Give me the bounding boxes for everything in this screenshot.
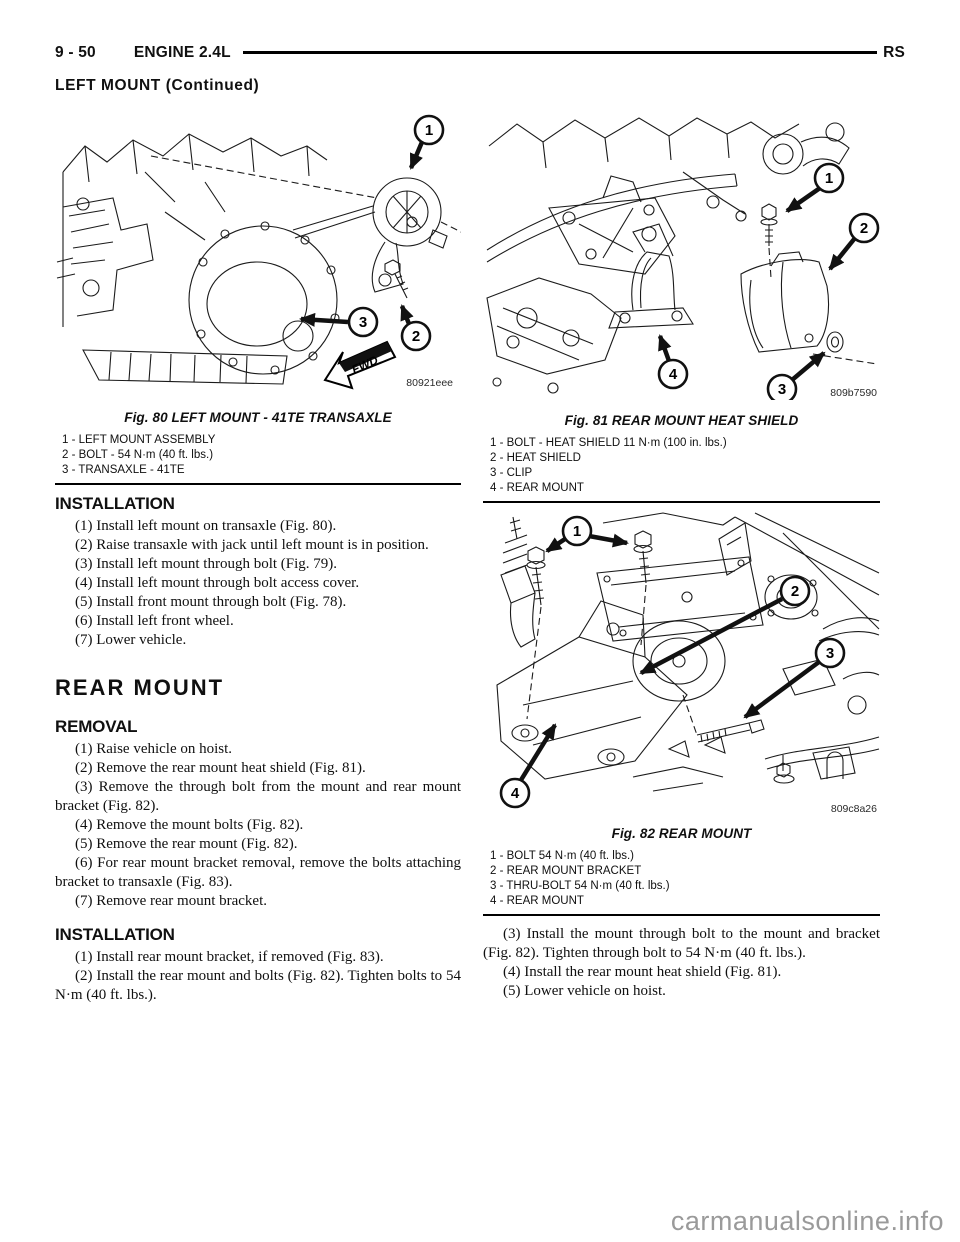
figure-80-image-code: 80921eee: [406, 377, 453, 389]
svg-text:1: 1: [825, 170, 833, 187]
figure-81-image-code: 809b7590: [830, 387, 877, 399]
step: (5) Install front mount through bolt (Fi…: [75, 594, 347, 610]
figure-82-image-code: 809c8a26: [831, 803, 877, 815]
svg-text:3: 3: [359, 314, 367, 331]
installation-rear-steps: (1) Install rear mount bracket, if remov…: [55, 948, 461, 1005]
legend-item: 1 - BOLT 54 N·m (40 ft. lbs.): [490, 850, 635, 862]
callout-3: 3: [766, 351, 826, 400]
step: (1) Install left mount on transaxle (Fig…: [75, 518, 337, 534]
legend-item: 2 - BOLT - 54 N·m (40 ft. lbs.): [62, 449, 214, 461]
step: (3) Install left mount through bolt (Fig…: [75, 556, 338, 572]
page-header: 9 - 50 ENGINE 2.4L RS: [55, 44, 905, 62]
rear-mount-title: REAR MOUNT: [55, 675, 225, 700]
legend-item: 4 - REAR MOUNT: [490, 895, 584, 907]
engine-line-art: [486, 117, 878, 394]
legend-item: 3 - CLIP: [490, 467, 533, 479]
svg-text:1: 1: [573, 523, 581, 540]
svg-text:3: 3: [826, 645, 834, 662]
page-number: 9 - 50: [55, 44, 96, 61]
legend-separator: [483, 501, 880, 503]
engine-line-art: [496, 512, 880, 792]
callout-4: 4: [657, 334, 689, 390]
chapter-title: ENGINE 2.4L: [133, 44, 231, 61]
legend-item: 3 - TRANSAXLE - 41TE: [62, 464, 185, 476]
figure-81: 1 2 3 4 809b7590 Fig: [483, 112, 880, 503]
manual-code: RS: [883, 44, 905, 61]
figure-80-legend: 1 - LEFT MOUNT ASSEMBLY 2 - BOLT - 54 N·…: [55, 433, 461, 478]
callout-2: 2: [639, 575, 811, 675]
svg-text:1: 1: [425, 122, 433, 139]
figure-82: 1 2 3 4 809c8a26 Fig: [483, 509, 880, 916]
callout-1: 1: [785, 162, 845, 213]
legend-item: 3 - THRU-BOLT 54 N·m (40 ft. lbs.): [490, 880, 670, 892]
installation-steps: (1) Install left mount on transaxle (Fig…: [55, 517, 461, 650]
step: (6) Install left front wheel.: [75, 613, 234, 629]
svg-text:2: 2: [412, 328, 420, 345]
step: (4) Remove the mount bolts (Fig. 82).: [75, 817, 304, 833]
step: (2) Remove the rear mount heat shield (F…: [75, 760, 366, 776]
legend-item: 1 - BOLT - HEAT SHIELD 11 N·m (100 in. l…: [490, 437, 727, 449]
legend-item: 1 - LEFT MOUNT ASSEMBLY: [62, 434, 216, 446]
legend-item: 4 - REAR MOUNT: [490, 482, 584, 494]
section-continued-title: LEFT MOUNT (Continued): [55, 77, 260, 94]
fwd-direction-arrow: FWD: [323, 340, 397, 390]
legend-separator: [483, 914, 880, 916]
header-rule: [242, 51, 878, 54]
removal-steps: (1) Raise vehicle on hoist. (2) Remove t…: [55, 740, 461, 911]
removal-heading: REMOVAL: [55, 717, 138, 736]
figure-80: FWD 1 2 3 80921eee F: [55, 112, 461, 485]
figure-82-drawing: 1 2 3 4 809c8a26: [496, 512, 880, 815]
figure-81-caption: Fig. 81 REAR MOUNT HEAT SHIELD: [564, 413, 799, 428]
step: (2) Install the rear mount and bolts (Fi…: [55, 968, 461, 1003]
step: (2) Raise transaxle with jack until left…: [75, 537, 429, 553]
callout-3: 3: [299, 306, 379, 338]
step: (5) Lower vehicle on hoist.: [503, 983, 666, 999]
transaxle-line-art: [56, 133, 461, 385]
figure-82-legend: 1 - BOLT 54 N·m (40 ft. lbs.) 2 - REAR M…: [483, 849, 880, 909]
installation-rear-heading: INSTALLATION: [55, 925, 175, 944]
step: (7) Lower vehicle.: [75, 632, 187, 648]
watermark: carmanualsonline.info: [670, 1206, 944, 1236]
svg-text:2: 2: [791, 583, 799, 600]
installation-heading: INSTALLATION: [55, 494, 175, 513]
step: (1) Install rear mount bracket, if remov…: [75, 949, 384, 965]
step: (7) Remove rear mount bracket.: [75, 893, 268, 909]
callout-1: 1: [408, 114, 445, 170]
legend-item: 2 - REAR MOUNT BRACKET: [490, 865, 642, 877]
step: (4) Install the rear mount heat shield (…: [503, 964, 782, 980]
callout-4: 4: [499, 723, 557, 809]
svg-text:4: 4: [511, 785, 520, 802]
svg-text:2: 2: [860, 220, 868, 237]
callout-1: 1: [545, 515, 629, 553]
step: (1) Raise vehicle on hoist.: [75, 741, 233, 757]
callout-2: 2: [828, 212, 880, 271]
step: (4) Install left mount through bolt acce…: [75, 575, 360, 591]
figure-80-caption: Fig. 80 LEFT MOUNT - 41TE TRANSAXLE: [124, 410, 392, 425]
step: (5) Remove the rear mount (Fig. 82).: [75, 836, 298, 852]
figure-81-legend: 1 - BOLT - HEAT SHIELD 11 N·m (100 in. l…: [483, 436, 880, 496]
installation-rear-steps-continued: (3) Install the mount through bolt to th…: [483, 925, 880, 1001]
step: (6) For rear mount bracket removal, remo…: [55, 855, 461, 890]
step: (3) Install the mount through bolt to th…: [483, 926, 880, 961]
figure-82-caption: Fig. 82 REAR MOUNT: [611, 826, 752, 841]
callout-3: 3: [743, 637, 846, 719]
right-column: 1 2 3 4 809b7590 Fig: [483, 112, 880, 1001]
figure-80-drawing: FWD 1 2 3 80921eee: [56, 114, 461, 390]
legend-separator: [55, 483, 461, 485]
callout-2: 2: [399, 304, 432, 352]
figure-81-drawing: 1 2 3 4 809b7590: [486, 117, 880, 400]
step: (3) Remove the through bolt from the mou…: [55, 779, 461, 814]
left-column: FWD 1 2 3 80921eee F: [55, 112, 461, 1005]
svg-text:3: 3: [778, 381, 786, 398]
svg-text:4: 4: [669, 366, 678, 383]
legend-item: 2 - HEAT SHIELD: [490, 452, 581, 464]
